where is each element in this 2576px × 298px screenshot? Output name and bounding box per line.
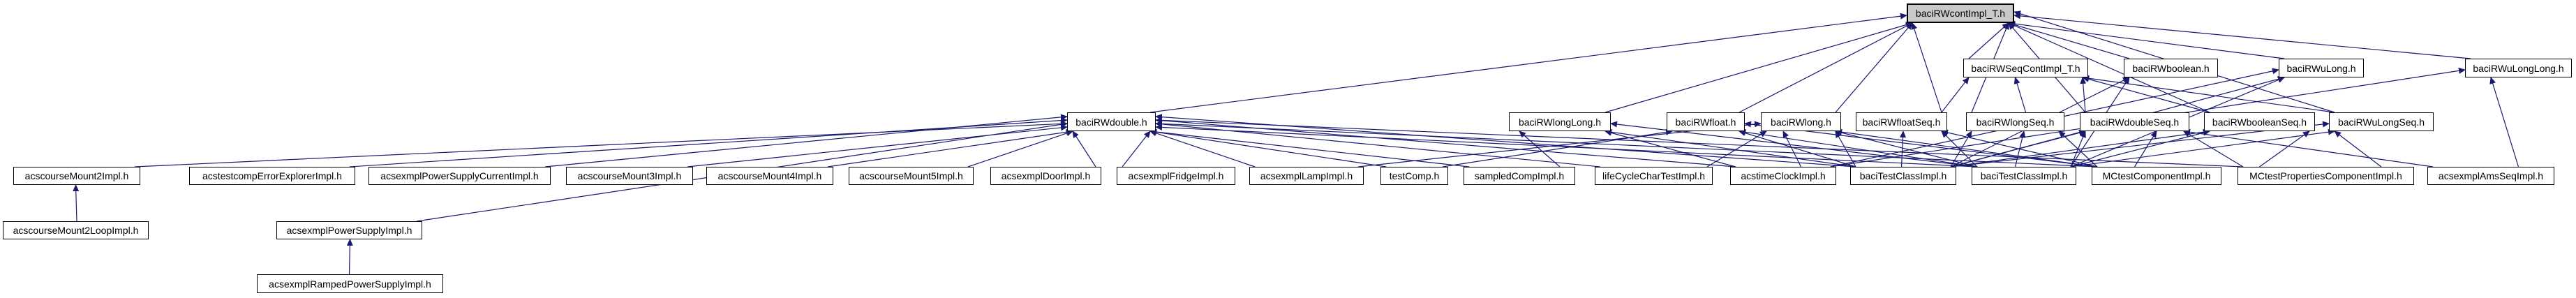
- graph-node-testComp[interactable]: testComp.h: [1380, 167, 1448, 185]
- include-edge-seqContImplT-contImplT: [1968, 22, 2009, 59]
- graph-node-booleanSeq[interactable]: baciRWbooleanSeq.h: [2204, 112, 2315, 131]
- graph-node-lifeCycle[interactable]: lifeCycleCharTestImpl.h: [1595, 167, 1713, 185]
- graph-node-long[interactable]: baciRWlong.h: [1761, 112, 1841, 131]
- include-edge-mcProps-doubleSeq: [2183, 131, 2244, 167]
- graph-node-uLongLong[interactable]: baciRWuLongLong.h: [2465, 59, 2572, 77]
- graph-node-uLongSeq[interactable]: baciRWuLongSeq.h: [2329, 112, 2434, 131]
- include-edge-mcComp-doubleSeq: [2134, 131, 2157, 167]
- graph-node-contImplT: baciRWcontImpl_T.h: [1907, 3, 2014, 23]
- include-edge-baciTest2-uLongSeq: [2070, 128, 2335, 167]
- include-edge-baciTest1-long: [1835, 131, 1856, 167]
- graph-node-mcComp[interactable]: MCtestComponentImpl.h: [2092, 167, 2221, 185]
- include-edge-fridge-double: [1122, 131, 1151, 167]
- graph-node-floatSeq[interactable]: baciRWfloatSeq.h: [1856, 112, 1947, 131]
- graph-node-psCurrent[interactable]: acsexmplPowerSupplyCurrentImpl.h: [368, 167, 551, 185]
- include-edge-mcProps-uLongSeq: [2334, 131, 2382, 167]
- include-edge-mount5-double: [967, 130, 1073, 167]
- graph-node-errorExplorer[interactable]: acstestcompErrorExplorerImpl.h: [189, 167, 355, 185]
- include-edge-baciTest1-floatSeq: [1900, 131, 1907, 167]
- graph-node-seqContImplT[interactable]: baciRWSeqContImpl_T.h: [1963, 59, 2088, 77]
- include-edge-baciTest2-booleanSeq: [2070, 129, 2210, 167]
- graph-node-doubleSeq[interactable]: baciRWdoubleSeq.h: [2080, 112, 2189, 131]
- graph-node-clock[interactable]: acstimeClockImpl.h: [1730, 167, 1836, 185]
- include-edge-doubleSeq-seqContImplT: [2080, 77, 2087, 113]
- include-edge-psCurrent-double: [544, 114, 1068, 167]
- include-edge-amsSeq-doubleSeq: [2183, 128, 2434, 167]
- include-edge-baciTest2-double: [1155, 124, 1978, 167]
- graph-node-mount2Loop[interactable]: acscourseMount2LoopImpl.h: [3, 221, 149, 239]
- graph-node-amsSeq[interactable]: acsexmplAmsSeqImpl.h: [2427, 167, 2554, 185]
- include-edge-longSeq-seqContImplT: [2013, 77, 2027, 113]
- include-edge-baciTest1-float: [1739, 130, 1856, 167]
- graph-node-door[interactable]: acsexmplDoorImpl.h: [990, 167, 1101, 185]
- graph-node-lamp[interactable]: acsexmplLampImpl.h: [1249, 167, 1364, 185]
- include-edge-sampledComp-longLong: [1519, 131, 1561, 167]
- graph-node-mount2[interactable]: acscourseMount2Impl.h: [13, 167, 140, 185]
- include-edge-booleanSeq-seqContImplT: [2082, 76, 2210, 113]
- graph-node-mount4[interactable]: acscourseMount4Impl.h: [706, 167, 833, 185]
- graph-node-rampedPs[interactable]: acsexmplRampedPowerSupplyImpl.h: [257, 274, 443, 293]
- include-edge-floatSeq-contImplT: [1911, 22, 1942, 113]
- include-edge-long-contImplT: [1835, 22, 1913, 113]
- include-edge-testComp-double: [1149, 128, 1387, 167]
- include-edge-booleanSeq-contImplT: [2008, 22, 2210, 113]
- graph-node-mount3[interactable]: acscourseMount3Impl.h: [566, 167, 693, 185]
- include-edge-door-double: [1072, 131, 1096, 167]
- include-edge-mount3-double: [687, 124, 1068, 167]
- graph-node-baciTest1[interactable]: baciTestClassImpl.h: [1850, 167, 1956, 185]
- include-edge-baciTest1-booleanSeq: [1950, 128, 2210, 167]
- include-edge-mcProps-booleanSeq: [2259, 131, 2310, 167]
- graph-node-longLong[interactable]: baciRWlongLong.h: [1509, 112, 1611, 131]
- graph-node-sampledComp[interactable]: sampledCompImpl.h: [1464, 167, 1575, 185]
- graph-node-longSeq[interactable]: baciRWlongSeq.h: [1966, 112, 2064, 131]
- graph-node-baciTest2[interactable]: baciTestClassImpl.h: [1972, 167, 2076, 185]
- graph-node-float[interactable]: baciRWfloat.h: [1667, 112, 1745, 131]
- include-edge-clock-long: [1782, 131, 1802, 167]
- include-edge-mount2Loop-mount2: [73, 184, 80, 222]
- graph-node-mcProps[interactable]: MCtestPropertiesComponentImpl.h: [2238, 167, 2414, 185]
- include-edge-uLongLong-contImplT: [2013, 13, 2471, 59]
- include-edge-uLong-contImplT: [2008, 20, 2285, 59]
- include-edge-amsSeq-uLongLong: [2489, 77, 2519, 167]
- graph-node-boolean[interactable]: baciRWboolean.h: [2124, 59, 2218, 77]
- include-edge-longLong-contImplT: [1605, 22, 1913, 113]
- include-edge-lamp-double: [1149, 130, 1256, 167]
- graph-node-fridge[interactable]: acsexmplFridgeImpl.h: [1117, 167, 1235, 185]
- include-edge-mcComp-double: [1155, 120, 2098, 167]
- include-edge-floatSeq-seqContImplT: [1941, 77, 1970, 113]
- include-edge-baciTest1-longLong: [1605, 128, 1856, 167]
- include-edge-baciTest2-float: [1739, 128, 1978, 167]
- graph-node-uLong[interactable]: baciRWuLong.h: [2279, 59, 2364, 77]
- include-edge-mcComp-long: [1835, 128, 2098, 167]
- include-edge-clock-longLong: [1605, 130, 1736, 167]
- include-edge-boolean-contImplT: [2008, 22, 2130, 59]
- include-edge-uLongSeq-seqContImplT: [2082, 75, 2335, 113]
- include-edge-lifeCycle-long: [1706, 131, 1767, 167]
- include-edge-float-contImplT: [1739, 22, 1913, 113]
- include-edge-double-contImplT: [1149, 13, 1907, 113]
- graph-node-psImpl[interactable]: acsexmplPowerSupplyImpl.h: [276, 221, 422, 239]
- include-edge-baciTest2-long: [1835, 129, 1978, 167]
- graph-node-mount5[interactable]: acscourseMount5Impl.h: [849, 167, 974, 185]
- include-edge-mount4-double: [827, 128, 1073, 167]
- include-edge-mount2-double: [134, 120, 1068, 167]
- graph-node-double[interactable]: baciRWdouble.h: [1067, 112, 1156, 131]
